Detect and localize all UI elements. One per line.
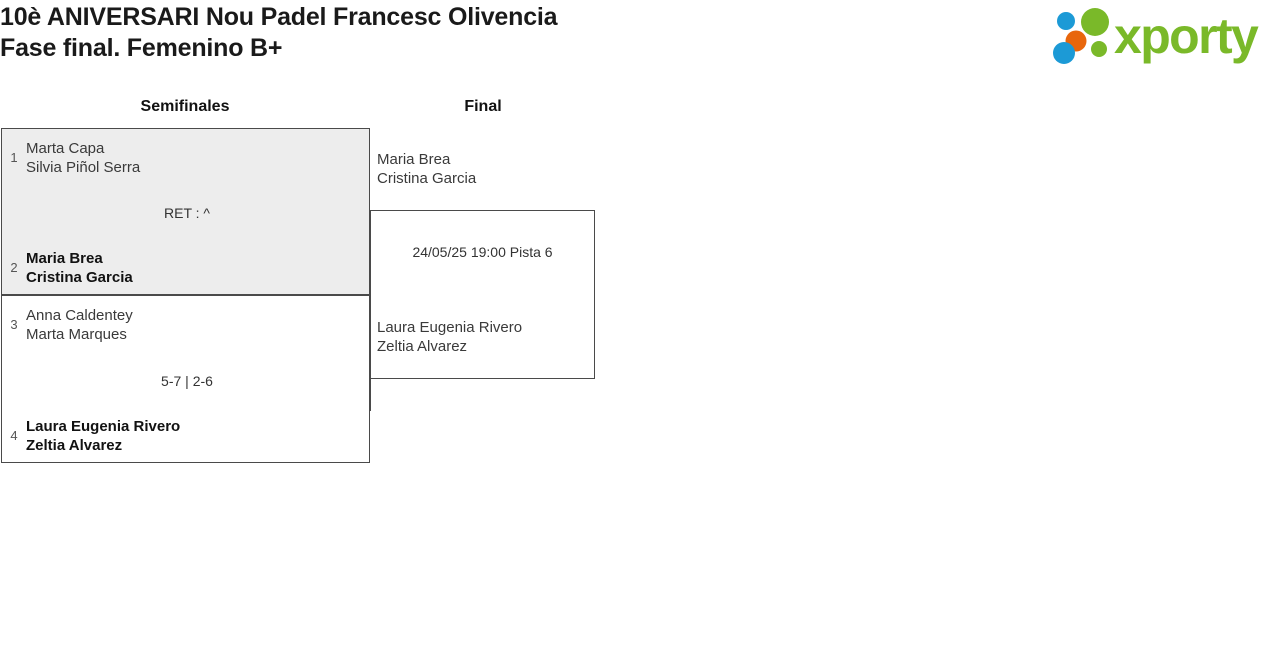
player-name: Anna Caldentey <box>26 307 133 324</box>
match-final[interactable] <box>370 210 595 379</box>
team-players: Marta Capa Silvia Piñol Serra <box>26 139 140 177</box>
team-players: Laura Eugenia Rivero Zeltia Alvarez <box>26 417 180 455</box>
round-header-semifinals: Semifinales <box>140 98 230 115</box>
player-name: Maria Brea <box>26 250 103 267</box>
team-seed: 3 <box>10 317 18 332</box>
team-players: Maria Brea Cristina Garcia <box>26 249 133 287</box>
player-name: Zeltia Alvarez <box>377 338 468 355</box>
player-name: Marta Marques <box>26 326 127 343</box>
player-name: Laura Eugenia Rivero <box>26 418 181 435</box>
match-team-row[interactable]: Maria Brea Cristina Garcia <box>377 150 1280 188</box>
bracket-connector <box>370 379 371 411</box>
match-semifinal-2[interactable]: 3 Anna Caldentey Marta Marques 5-7 | 2-6… <box>1 295 370 463</box>
player-name: Maria Brea <box>377 151 451 168</box>
page-header: 10è ANIVERSARI Nou Padel Francesc Oliven… <box>0 0 1280 90</box>
match-team-row[interactable]: 1 Marta Capa Silvia Piñol Serra <box>2 139 369 177</box>
player-name: Marta Capa <box>26 140 105 157</box>
match-schedule: 24/05/25 19:00 Pista 6 <box>412 244 553 260</box>
match-team-row[interactable]: Laura Eugenia Rivero Zeltia Alvarez <box>377 318 1280 356</box>
team-players: Laura Eugenia Rivero Zeltia Alvarez <box>377 318 522 356</box>
player-name: Cristina Garcia <box>26 269 133 286</box>
xporty-logo[interactable]: xporty <box>1046 5 1274 67</box>
match-team-row[interactable]: 4 Laura Eugenia Rivero Zeltia Alvarez <box>2 417 369 455</box>
match-team-row[interactable]: 3 Anna Caldentey Marta Marques <box>2 306 369 344</box>
team-seed: 4 <box>10 428 18 443</box>
player-name: Zeltia Alvarez <box>26 437 123 454</box>
round-header-final: Final <box>464 98 502 115</box>
player-name: Laura Eugenia Rivero <box>377 319 523 336</box>
page-title-line-1: 10è ANIVERSARI Nou Padel Francesc Oliven… <box>0 3 558 31</box>
match-score: RET : ^ <box>164 205 210 221</box>
player-name: Silvia Piñol Serra <box>26 159 141 176</box>
match-score: 5-7 | 2-6 <box>161 373 213 389</box>
page-title-line-2: Fase final. Femenino B+ <box>0 34 283 62</box>
player-name: Cristina Garcia <box>377 170 477 187</box>
match-semifinal-1[interactable]: 1 Marta Capa Silvia Piñol Serra RET : ^ … <box>1 128 370 295</box>
team-players: Maria Brea Cristina Garcia <box>377 150 476 188</box>
page-title: 10è ANIVERSARI Nou Padel Francesc Oliven… <box>0 2 900 64</box>
match-team-row[interactable]: 2 Maria Brea Cristina Garcia <box>2 249 369 287</box>
team-players: Anna Caldentey Marta Marques <box>26 306 133 344</box>
team-seed: 1 <box>10 150 18 165</box>
logo-wordmark: xporty <box>1114 8 1259 64</box>
team-seed: 2 <box>10 260 18 275</box>
logo-dots-icon <box>1053 8 1109 64</box>
